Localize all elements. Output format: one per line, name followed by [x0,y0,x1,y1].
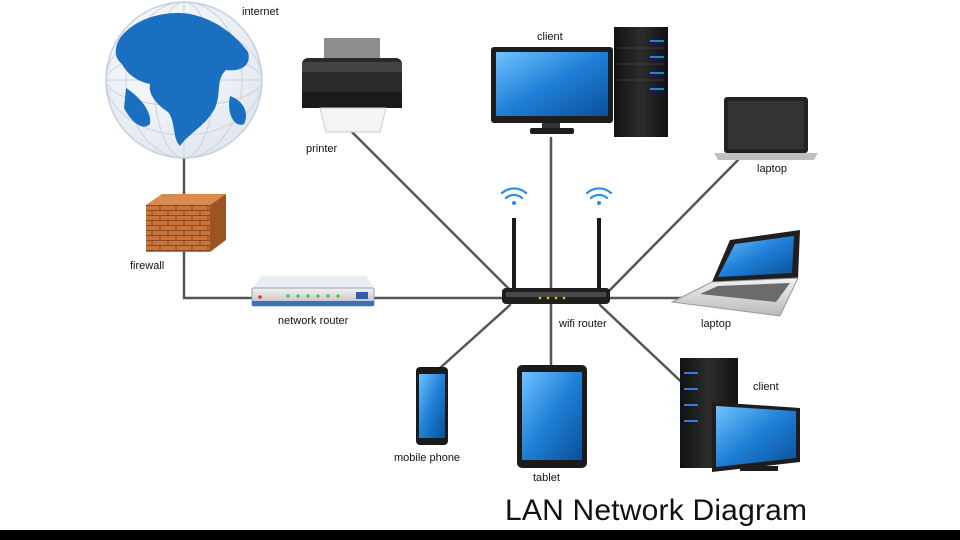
cable-phone [438,303,512,370]
label-laptop-top: laptop [757,163,787,175]
firewall-icon [146,194,226,252]
cables [182,128,740,392]
label-client-bottom: client [753,381,779,393]
printer-icon [302,38,402,133]
diagram-title: LAN Network Diagram [505,494,808,527]
label-laptop-right: laptop [701,318,731,330]
laptop-icon [714,97,818,160]
network-router-icon [251,276,375,307]
desktop-computer-icon [491,27,668,137]
wifi-router-icon [502,218,610,304]
bottom-bar [0,530,960,540]
label-client-top: client [537,31,563,43]
cable-printer [348,128,512,292]
cable-client-bottom [598,303,692,392]
label-wifi-router: wifi router [559,318,607,330]
label-printer: printer [306,143,338,155]
cable-laptop-top [606,158,740,294]
label-internet: internet [242,6,279,18]
label-firewall: firewall [130,260,165,272]
label-tablet: tablet [533,472,560,484]
wifi-signal-icon [500,187,613,205]
tablet-icon [517,365,587,468]
cable-firewall-router [182,248,257,300]
mobile-phone-icon [416,367,448,445]
laptop-icon [670,230,800,317]
globe-icon [105,1,263,159]
label-network-router: network router [278,315,349,327]
desktop-computer-icon [680,358,800,472]
label-mobile-phone: mobile phone [394,452,461,464]
